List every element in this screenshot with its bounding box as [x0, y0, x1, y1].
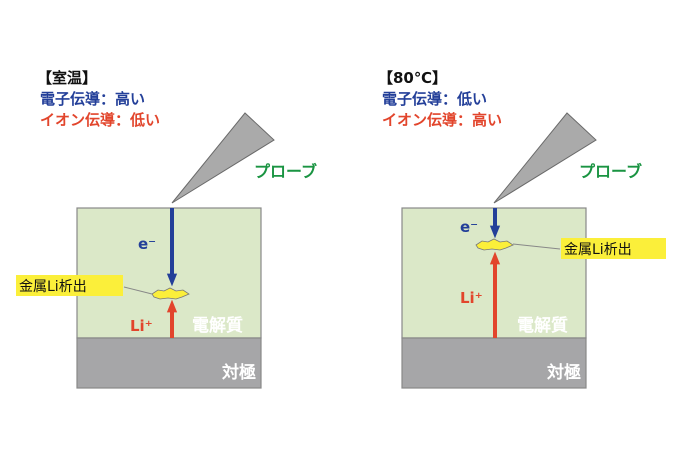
right-probe-label: プローブ — [579, 162, 642, 181]
left-header: 【室温】 — [37, 69, 97, 87]
left-counter-label: 対極 — [221, 362, 256, 383]
left-electrolyte-label: 電解質 — [192, 315, 243, 336]
left-electron-conduction: 電子伝導：高い — [40, 90, 145, 108]
right-header: 【80℃】 — [378, 69, 447, 87]
left-panel: 【室温】 電子伝導：高い イオン伝導：低い プローブ 電解質 対極 e⁻ Li⁺… — [16, 69, 317, 389]
left-probe — [171, 112, 275, 204]
right-electron-label: e⁻ — [460, 218, 478, 236]
left-counter-electrode — [76, 337, 262, 389]
right-ion-label: Li⁺ — [460, 289, 483, 307]
left-deposit-leader — [123, 286, 153, 295]
right-panel: 【80℃】 電子伝導：低い イオン伝導：高い プローブ 電解質 対極 e⁻ Li… — [378, 69, 666, 389]
right-electrolyte-label: 電解質 — [517, 315, 568, 336]
left-ion-label: Li⁺ — [130, 317, 153, 335]
right-deposit-leader — [512, 243, 561, 250]
right-deposit-label: 金属Li析出 — [564, 242, 632, 258]
left-electron-label: e⁻ — [138, 235, 156, 253]
right-counter-electrode — [401, 337, 587, 389]
left-li-deposit — [151, 287, 190, 300]
left-deposit-highlight — [16, 275, 123, 296]
right-probe — [493, 112, 597, 204]
right-counter-label: 対極 — [546, 362, 581, 383]
right-li-deposit — [475, 238, 514, 251]
left-electrolyte — [76, 207, 262, 339]
right-ion-conduction: イオン伝導：高い — [382, 111, 502, 129]
left-probe-label: プローブ — [254, 162, 317, 181]
left-ion-conduction: イオン伝導：低い — [40, 111, 160, 129]
left-deposit-label: 金属Li析出 — [19, 279, 87, 295]
right-electron-conduction: 電子伝導：低い — [382, 90, 487, 108]
right-deposit-highlight — [561, 238, 666, 259]
